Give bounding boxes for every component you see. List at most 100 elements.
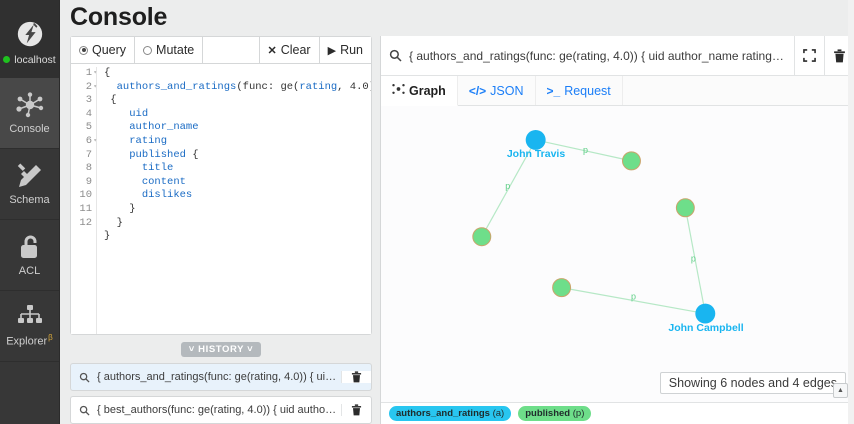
graph-node[interactable] (525, 129, 546, 150)
code-line[interactable]: title (141, 162, 174, 175)
sidebar-item-label: ACL (18, 264, 41, 277)
radio-selected-icon (79, 45, 88, 55)
graph-edge[interactable] (481, 139, 537, 238)
lock-open-icon (18, 234, 42, 260)
code-line[interactable]: author_name (129, 121, 199, 134)
magnifier-icon (381, 49, 409, 62)
graph-edge-label: p (691, 254, 696, 264)
line-number: 7 (85, 148, 92, 161)
graph-node[interactable] (675, 198, 695, 218)
result-query-bar: { authors_and_ratings(func: ge(rating, 4… (381, 35, 854, 76)
tab-json[interactable]: </> JSON (458, 76, 536, 105)
code-line[interactable]: content (141, 175, 186, 188)
connection-status-dot (3, 56, 11, 63)
history-item-text: { authors_and_ratings(func: ge(rating, 4… (97, 371, 341, 383)
network-nodes-icon (15, 91, 45, 118)
graph-edge[interactable] (535, 139, 632, 162)
result-query-text: { authors_and_ratings(func: ge(rating, 4… (409, 48, 794, 63)
code-line[interactable]: published { (129, 148, 199, 161)
sidebar-item-acl[interactable]: ACL (0, 220, 59, 291)
pencil-ruler-icon (16, 162, 44, 189)
sidebar-item-schema[interactable]: Schema (0, 149, 59, 220)
graph-node[interactable] (472, 227, 492, 247)
tab-label: JSON (490, 83, 524, 98)
legend-short: (p) (572, 408, 585, 419)
history-delete-button[interactable] (341, 404, 371, 416)
play-icon: ▶ (327, 44, 337, 57)
trash-icon[interactable] (824, 35, 854, 76)
code-editor[interactable]: 123456789101112 { authors_and_ratings(fu… (71, 64, 371, 334)
editor-pane: Query Mutate ✕ Clear ▶ R (70, 36, 380, 424)
graph-node[interactable] (695, 303, 716, 324)
line-number: 3 (85, 94, 92, 107)
hierarchy-icon (16, 304, 44, 328)
chevron-down-icon: ˅ (247, 344, 254, 355)
expand-icon[interactable] (794, 35, 824, 76)
code-line[interactable]: { (104, 94, 117, 107)
query-mode-radio[interactable]: Query (71, 37, 136, 63)
graph-edge-label: p (505, 181, 510, 191)
line-number: 2 (71, 80, 97, 95)
code-line[interactable]: uid (129, 107, 149, 120)
server-label: localhost (14, 53, 56, 66)
graph-node[interactable] (552, 278, 572, 298)
tab-graph[interactable]: Graph (381, 76, 458, 106)
chevron-down-icon: ˅ (188, 344, 195, 355)
line-number: 9 (85, 175, 92, 188)
line-number: 6 (71, 134, 97, 149)
brand-block[interactable]: localhost (0, 0, 59, 78)
clear-button[interactable]: ✕ Clear (259, 37, 320, 63)
graph-legend: ▲ authors_and_ratings (a) published (p) (381, 383, 854, 424)
code-content[interactable]: { authors_and_ratings(func: ge(rating, 4… (97, 67, 371, 334)
legend-chip-authors-and-ratings[interactable]: authors_and_ratings (a) (389, 406, 512, 421)
graph-node-label: John Travis (506, 148, 566, 160)
mutate-mode-radio[interactable]: Mutate (135, 37, 204, 63)
code-line[interactable]: { (104, 67, 111, 79)
line-number: 4 (85, 107, 92, 120)
beta-badge: β (48, 333, 53, 343)
run-button[interactable]: ▶ Run (319, 37, 371, 63)
code-line[interactable]: rating (129, 134, 168, 147)
history-toggle[interactable]: ˅ HISTORY ˅ (180, 342, 262, 357)
graph-icon (392, 83, 405, 98)
sidebar-item-label: Schema (9, 193, 50, 206)
graph-visualization[interactable]: p p p p (381, 106, 854, 355)
graph-edge-label: p (583, 145, 588, 155)
line-number: 12 (79, 216, 92, 229)
history-item[interactable]: { best_authors(func: ge(rating, 4.0)) { … (70, 396, 372, 424)
magnifier-icon (71, 372, 97, 383)
line-number: 11 (79, 202, 92, 215)
graph-node[interactable] (621, 151, 641, 171)
code-line[interactable]: authors_and_ratings(func: ge(rating, 4.0… (116, 80, 371, 93)
console-content: Query Mutate ✕ Clear ▶ R (60, 35, 854, 424)
tab-request[interactable]: >_ Request (536, 76, 623, 105)
legend-short: (a) (492, 408, 505, 419)
radio-icon (143, 45, 153, 55)
tab-label: Request (564, 83, 611, 98)
line-number-gutter: 123456789101112 (71, 66, 97, 334)
result-tabs: Graph </> JSON >_ Request (381, 76, 854, 106)
page-scrollbar[interactable] (848, 0, 854, 424)
graph-edge-label: p (631, 292, 636, 302)
sidebar-item-explorer[interactable]: Explorerβ (0, 291, 59, 362)
dgraph-logo-icon (15, 19, 45, 52)
history-delete-button[interactable] (341, 371, 371, 383)
code-brackets-icon: </> (468, 83, 487, 98)
graph-edge[interactable] (684, 207, 706, 314)
history-item[interactable]: { authors_and_ratings(func: ge(rating, 4… (70, 363, 372, 391)
editor-toolbar: Query Mutate ✕ Clear ▶ R (71, 37, 371, 64)
code-line[interactable]: dislikes (141, 189, 193, 202)
code-line[interactable]: } (104, 216, 123, 229)
tab-label: Graph (409, 83, 446, 98)
triangle-up-icon[interactable]: ▲ (833, 383, 848, 398)
code-line[interactable]: } (104, 230, 111, 243)
code-line[interactable]: } (104, 202, 136, 215)
line-number: 10 (79, 189, 92, 202)
history-section: ˅ HISTORY ˅ { authors_and_ratings(func: … (70, 335, 372, 424)
legend-chip-published[interactable]: published (p) (518, 406, 592, 421)
graph-edge[interactable] (561, 287, 706, 315)
sidebar-item-console[interactable]: Console (0, 78, 59, 149)
legend-label: published (525, 408, 571, 419)
